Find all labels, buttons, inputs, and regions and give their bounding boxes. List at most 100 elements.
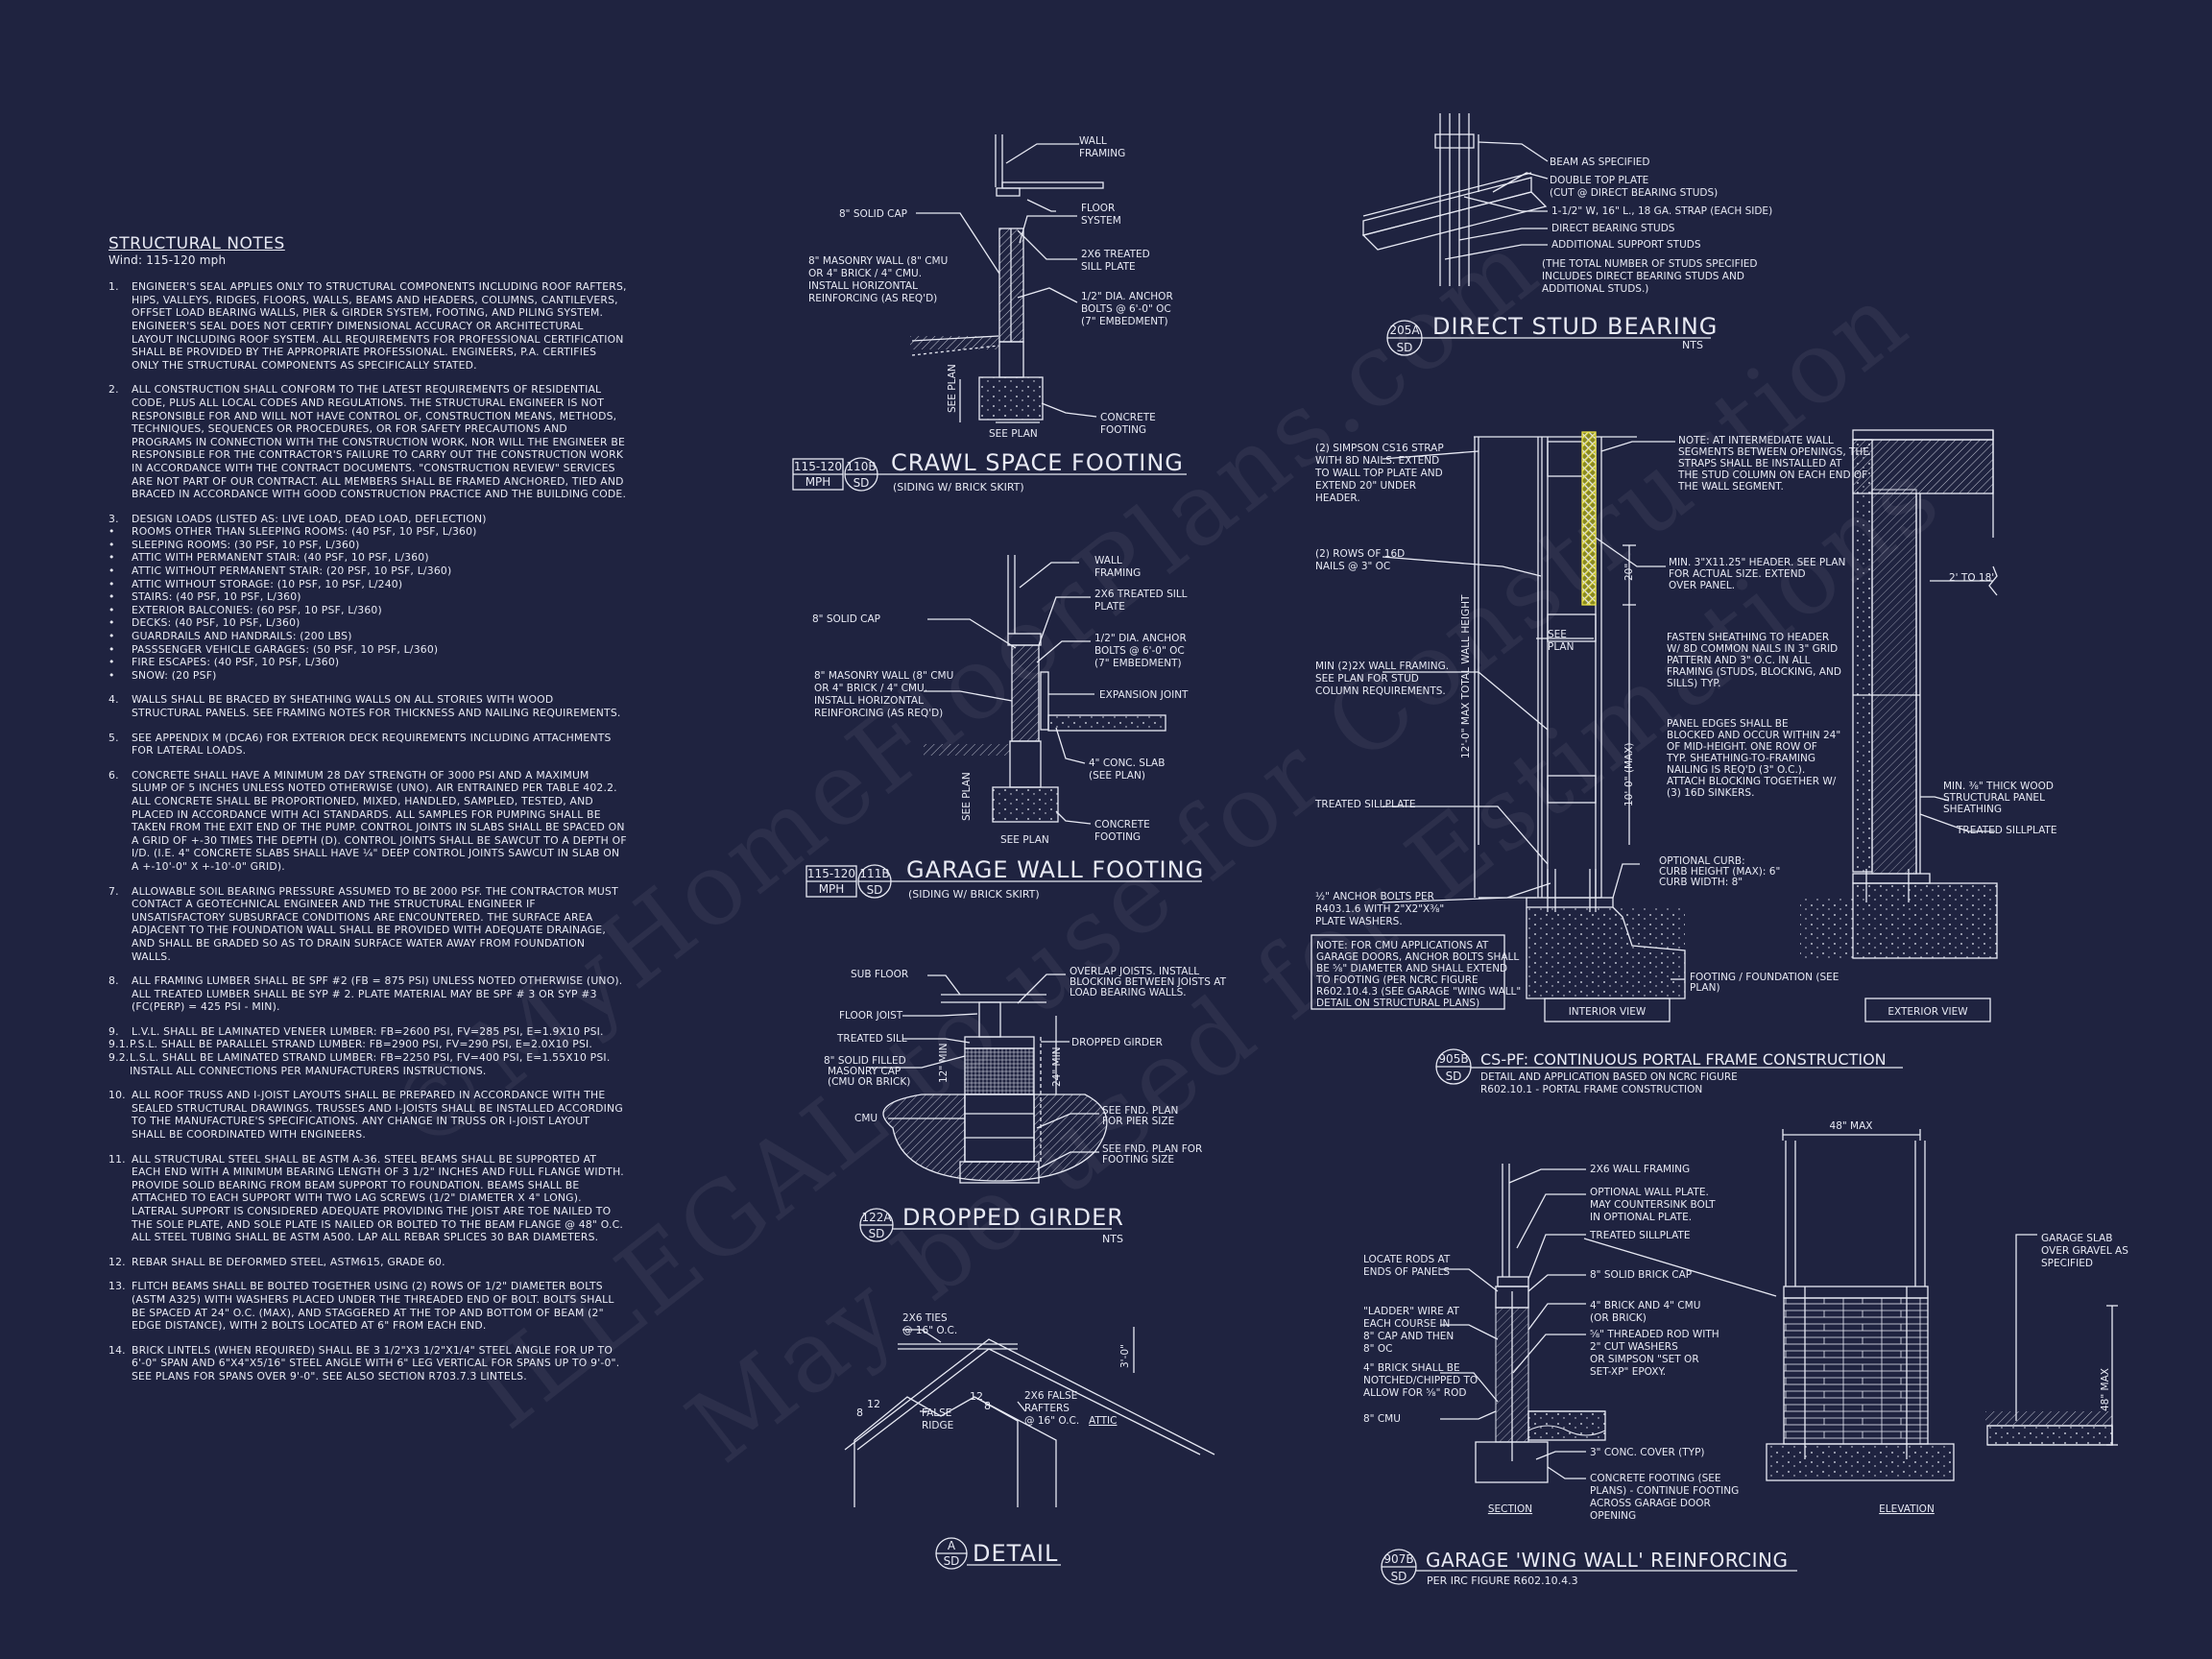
label-rafters-3: @ 16" O.C. xyxy=(1024,1415,1079,1427)
load-item: •ATTIC WITHOUT PERMANENT STAIR: (20 PSF,… xyxy=(108,565,452,578)
detail-905b-portal-frame: 12'-0" MAX TOTAL WALL HEIGHT 10'-0" (MAX… xyxy=(1310,429,2056,1095)
sheet-ref: SD xyxy=(944,1554,960,1568)
note-item: 14.BRICK LINTELS (WHEN REQUIRED) SHALL B… xyxy=(108,1344,627,1383)
dim-24-min: 24" MIN xyxy=(1051,1046,1063,1087)
label-8-cmu: 8" CMU xyxy=(1363,1413,1401,1425)
label-masonry-wall-4: REINFORCING (AS REQ'D) xyxy=(808,293,937,304)
label-threaded-rod-1: ⅝" THREADED ROD WITH xyxy=(1590,1329,1719,1340)
label-notched-2: NOTCHED/CHIPPED TO xyxy=(1363,1375,1478,1386)
note-item: 11.ALL STRUCTURAL STEEL SHALL BE ASTM A-… xyxy=(108,1153,627,1244)
label-fasten-4: FRAMING (STUDS, BLOCKING, AND xyxy=(1667,666,1841,678)
label-overlap-2: BLOCKING BETWEEN JOISTS AT xyxy=(1070,976,1227,988)
note-cmu-5: R602.10.4.3 (SEE GARAGE "WING WALL" xyxy=(1316,986,1521,998)
label-solid-cap: 8" SOLID CAP xyxy=(839,208,907,220)
note-item: 9.L.V.L. SHALL BE LAMINATED VENEER LUMBE… xyxy=(108,1025,627,1077)
label-cmu: CMU xyxy=(854,1113,878,1124)
detail-title: CS-PF: CONTINUOUS PORTAL FRAME CONSTRUCT… xyxy=(1480,1050,1887,1069)
label-concrete-footing-2: FOOTING xyxy=(1094,831,1141,843)
detail-subtitle: (SIDING W/ BRICK SKIRT) xyxy=(908,888,1040,901)
label-anchor-bolt-2: BOLTS @ 6'-0" OC xyxy=(1094,645,1185,657)
tag-wind: 115-120 xyxy=(794,460,842,473)
label-optional-plate-3: IN OPTIONAL PLATE. xyxy=(1590,1212,1692,1223)
tag-mph: MPH xyxy=(805,475,831,489)
label-direct-studs: DIRECT BEARING STUDS xyxy=(1551,223,1675,234)
pitch-12-left: 12 xyxy=(867,1398,880,1410)
label-concrete-footing-2: PLANS) - CONTINUE FOOTING xyxy=(1590,1485,1739,1497)
subitem-text: P.S.L. SHALL BE PARALLEL STRAND LUMBER: … xyxy=(130,1038,593,1051)
note-number: 7. xyxy=(108,884,119,898)
note-item: 5.SEE APPENDIX M (DCA6) FOR EXTERIOR DEC… xyxy=(108,732,627,757)
label-concrete-footing-4: OPENING xyxy=(1590,1510,1636,1522)
label-strap-1: (2) SIMPSON CS16 STRAP xyxy=(1315,443,1444,454)
sheet-ref: SD xyxy=(1446,1070,1462,1083)
label-treated-sillplate: TREATED SILLPLATE xyxy=(1589,1230,1690,1241)
note-cmu-4: TO FOOTING (PER NCRC FIGURE xyxy=(1315,974,1479,986)
label-optional-plate-2: MAY COUNTERSINK BOLT xyxy=(1590,1199,1716,1211)
sheet-ref: SD xyxy=(1391,1570,1407,1583)
label-ladder-2: EACH COURSE IN xyxy=(1363,1318,1450,1330)
label-sill-plate-2: SILL PLATE xyxy=(1081,261,1136,273)
nts: NTS xyxy=(1682,339,1703,351)
label-conc-slab-2: (SEE PLAN) xyxy=(1089,770,1145,781)
detail-title: DETAIL xyxy=(973,1540,1058,1567)
label-anchor-bolt-3: (7" EMBEDMENT) xyxy=(1081,316,1168,327)
load-text: GUARDRAILS AND HANDRAILS: (200 LBS) xyxy=(132,630,352,643)
label-sheathing-3: SHEATHING xyxy=(1943,804,2002,815)
label-masonry-cap-3: (CMU OR BRICK) xyxy=(828,1076,910,1088)
label-see-plan: SEE PLAN xyxy=(989,428,1038,440)
load-item: •ATTIC WITHOUT STORAGE: (10 PSF, 10 PSF,… xyxy=(108,577,403,590)
label-panel-3: OF MID-HEIGHT. ONE ROW OF xyxy=(1667,741,1817,753)
note-text: DESIGN LOADS (LISTED AS: LIVE LOAD, DEAD… xyxy=(132,512,487,525)
note-item: 6.CONCRETE SHALL HAVE A MINIMUM 28 DAY S… xyxy=(108,769,627,874)
dim-see: SEE xyxy=(1548,629,1567,640)
label-optional-plate-1: OPTIONAL WALL PLATE. xyxy=(1590,1187,1709,1198)
exterior-view-label: EXTERIOR VIEW xyxy=(1887,1006,1968,1018)
dim-total-wall-height: 12'-0" MAX TOTAL WALL HEIGHT xyxy=(1460,594,1472,758)
label-sill-plate-1: 2x6 TREATED SILL xyxy=(1094,589,1188,600)
label-floor-joist: FLOOR JOIST xyxy=(839,1010,903,1022)
load-item: •PASSSENGER VEHICLE GARAGES: (50 PSF, 10… xyxy=(108,642,439,656)
label-panel-1: PANEL EDGES SHALL BE xyxy=(1667,718,1789,730)
label-attic: ATTIC xyxy=(1089,1415,1117,1427)
label-masonry-wall-3: INSTALL HORIZONTAL xyxy=(808,280,918,292)
label-locate-rods-2: ENDS OF PANELS xyxy=(1363,1266,1450,1278)
detail-subtitle-1: DETAIL AND APPLICATION BASED ON NCRC FIG… xyxy=(1480,1071,1738,1083)
label-rafters-2: RAFTERS xyxy=(1024,1403,1070,1414)
note-cmu-2: GARAGE DOORS, ANCHOR BOLTS SHALL xyxy=(1316,951,1519,963)
label-note-2: INCLUDES DIRECT BEARING STUDS AND xyxy=(1542,271,1744,282)
note-intermediate-5: THE WALL SEGMENT. xyxy=(1677,481,1784,493)
detail-subtitle: (SIDING W/ BRICK SKIRT) xyxy=(893,481,1024,493)
label-anchor-3: PLATE WASHERS. xyxy=(1315,916,1403,927)
label-sub-floor: SUB FLOOR xyxy=(851,969,908,980)
label-anchor-bolt-1: 1/2" DIA. ANCHOR xyxy=(1081,291,1173,302)
label-strap: 1-1/2" W, 16" L., 18 GA. STRAP (EACH SID… xyxy=(1551,205,1772,217)
load-item: •GUARDRAILS AND HANDRAILS: (200 LBS) xyxy=(108,630,352,643)
note-text: ALL ROOF TRUSS AND I-JOIST LAYOUTS SHALL… xyxy=(132,1089,623,1142)
load-item: •STAIRS: (40 PSF, 10 PSF, L/360) xyxy=(108,590,301,604)
label-see-plan-vertical: SEE PLAN xyxy=(961,772,973,821)
dim-20-inch: 20" xyxy=(1623,564,1635,581)
label-ladder-4: 8" OC xyxy=(1363,1343,1392,1355)
label-solid-brick-cap: 8" SOLID BRICK CAP xyxy=(1590,1269,1692,1281)
label-garage-slab-3: SPECIFIED xyxy=(2041,1258,2093,1269)
label-ladder-1: "LADDER" WIRE AT xyxy=(1363,1306,1459,1317)
dim-10ft-max: 10'-0" (MAX) xyxy=(1623,742,1635,806)
dim-12-min: 12" MIN xyxy=(938,1043,950,1083)
label-concrete-footing-3: ACROSS GARAGE DOOR xyxy=(1590,1498,1711,1509)
label-panel-4: TYP. SHEATHING-TO-FRAMING xyxy=(1666,753,1815,764)
note-text: ALL FRAMING LUMBER SHALL BE SPF #2 (Fb =… xyxy=(132,974,623,1014)
label-sill-plate-2: PLATE xyxy=(1094,601,1125,613)
load-item: •ATTIC WITH PERMANENT STAIR: (40 PSF, 10… xyxy=(108,551,429,565)
note-intermediate-3: STRAPS SHALL BE INSTALLED AT xyxy=(1678,458,1842,469)
pitch-8-right: 8 xyxy=(984,1400,991,1412)
label-header-3: OVER PANEL. xyxy=(1669,580,1735,591)
detail-205a-direct-stud-bearing: BEAM AS SPECIFIED DOUBLE TOP PLATE (CUT … xyxy=(1361,113,1772,356)
note-item: 3.DESIGN LOADS (LISTED AS: LIVE LOAD, DE… xyxy=(108,513,627,683)
label-fasten-3: PATTERN AND 3" O.C. IN ALL xyxy=(1667,655,1811,666)
label-conc-slab-1: 4" CONC. SLAB xyxy=(1089,757,1165,769)
dim-plan: PLAN xyxy=(1548,641,1574,653)
detail-907b-garage-wing-wall: LOCATE RODS AT ENDS OF PANELS "LADDER" W… xyxy=(1363,1120,2128,1587)
load-text: ROOMS OTHER THAN SLEEPING ROOMS: (40 PSF… xyxy=(132,525,477,539)
label-header-2: FOR ACTUAL SIZE. EXTEND xyxy=(1669,568,1806,580)
note-item: 13.FLITCH BEAMS SHALL BE BOLTED TOGETHER… xyxy=(108,1280,627,1332)
